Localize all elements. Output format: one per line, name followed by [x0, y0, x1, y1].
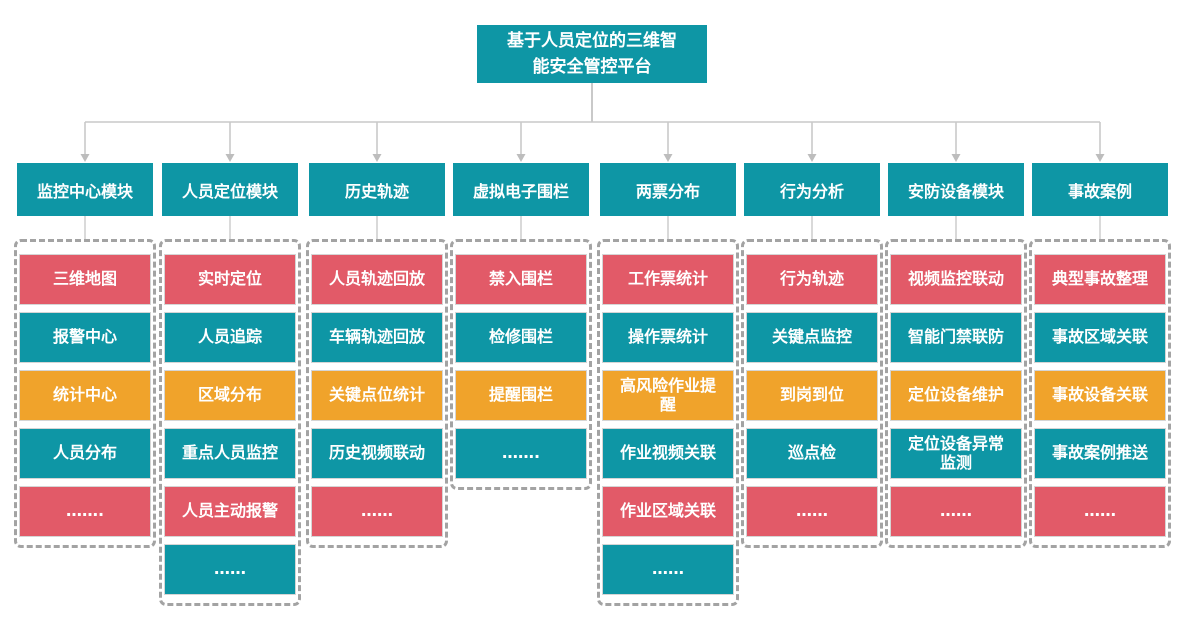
feature-box: 提醒围栏: [455, 370, 587, 421]
feature-box: 行为轨迹: [746, 254, 878, 305]
feature-box: 实时定位: [164, 254, 296, 305]
feature-box: 人员分布: [19, 428, 151, 479]
module-item-group: 典型事故整理事故区域关联事故设备关联事故案例推送 ……: [1029, 239, 1171, 548]
module-item-group: 行为轨迹关键点监控到岗到位巡点检 ……: [741, 239, 883, 548]
feature-box: 关键点位统计: [311, 370, 443, 421]
feature-box: 报警中心: [19, 312, 151, 363]
feature-box: 作业区域关联: [602, 486, 734, 537]
feature-box: 高风险作业提 醒: [602, 370, 734, 421]
feature-box: …….: [19, 486, 151, 537]
feature-box: 作业视频关联: [602, 428, 734, 479]
feature-box: 重点人员监控: [164, 428, 296, 479]
module-column-8: 事故案例典型事故整理事故区域关联事故设备关联事故案例推送 ……: [1029, 163, 1171, 548]
module-column-3: 历史轨迹人员轨迹回放车辆轨迹回放关键点位统计历史视频联动 ……: [306, 163, 448, 548]
feature-box: …….: [455, 428, 587, 479]
module-header: 人员定位模块: [162, 163, 298, 216]
module-header: 两票分布: [600, 163, 736, 216]
feature-box: 禁入围栏: [455, 254, 587, 305]
module-item-group: 三维地图报警中心统计中心人员分布 …….: [14, 239, 156, 548]
feature-box: 检修围栏: [455, 312, 587, 363]
module-header: 行为分析: [744, 163, 880, 216]
feature-box: 统计中心: [19, 370, 151, 421]
feature-box: 事故案例推送: [1034, 428, 1166, 479]
module-header: 安防设备模块: [888, 163, 1024, 216]
feature-box: 事故设备关联: [1034, 370, 1166, 421]
feature-box: 人员轨迹回放: [311, 254, 443, 305]
feature-box: ……: [1034, 486, 1166, 537]
module-column-7: 安防设备模块视频监控联动智能门禁联防定位设备维护定位设备异常 监测 ……: [885, 163, 1027, 548]
feature-box: ……: [311, 486, 443, 537]
feature-box: 区域分布: [164, 370, 296, 421]
feature-box: 人员追踪: [164, 312, 296, 363]
feature-box: 关键点监控: [746, 312, 878, 363]
module-column-2: 人员定位模块实时定位人员追踪区域分布重点人员监控人员主动报警 ……: [159, 163, 301, 606]
feature-box: 人员主动报警: [164, 486, 296, 537]
feature-box: 车辆轨迹回放: [311, 312, 443, 363]
feature-box: 巡点检: [746, 428, 878, 479]
module-header: 虚拟电子围栏: [453, 163, 589, 216]
module-header: 历史轨迹: [309, 163, 445, 216]
module-item-group: 人员轨迹回放车辆轨迹回放关键点位统计历史视频联动 ……: [306, 239, 448, 548]
feature-box: ……: [746, 486, 878, 537]
feature-box: 视频监控联动: [890, 254, 1022, 305]
feature-box: 历史视频联动: [311, 428, 443, 479]
feature-box: ……: [164, 544, 296, 595]
module-column-5: 两票分布工作票统计操作票统计高风险作业提 醒作业视频关联作业区域关联 ……: [597, 163, 739, 606]
feature-box: 三维地图: [19, 254, 151, 305]
feature-box: 定位设备异常 监测: [890, 428, 1022, 479]
module-header: 监控中心模块: [17, 163, 153, 216]
module-item-group: 工作票统计操作票统计高风险作业提 醒作业视频关联作业区域关联 ……: [597, 239, 739, 606]
root-node: 基于人员定位的三维智 能安全管控平台: [477, 25, 707, 83]
feature-box: ……: [890, 486, 1022, 537]
feature-box: 操作票统计: [602, 312, 734, 363]
module-item-group: 视频监控联动智能门禁联防定位设备维护定位设备异常 监测 ……: [885, 239, 1027, 548]
module-item-group: 实时定位人员追踪区域分布重点人员监控人员主动报警 ……: [159, 239, 301, 606]
feature-box: 到岗到位: [746, 370, 878, 421]
module-column-1: 监控中心模块三维地图报警中心统计中心人员分布 …….: [14, 163, 156, 548]
feature-box: 定位设备维护: [890, 370, 1022, 421]
feature-box: 典型事故整理: [1034, 254, 1166, 305]
module-column-6: 行为分析行为轨迹关键点监控到岗到位巡点检 ……: [741, 163, 883, 548]
feature-box: 工作票统计: [602, 254, 734, 305]
module-header: 事故案例: [1032, 163, 1168, 216]
feature-box: ……: [602, 544, 734, 595]
feature-box: 事故区域关联: [1034, 312, 1166, 363]
feature-box: 智能门禁联防: [890, 312, 1022, 363]
module-column-4: 虚拟电子围栏禁入围栏检修围栏提醒围栏 …….: [450, 163, 592, 490]
module-item-group: 禁入围栏检修围栏提醒围栏 …….: [450, 239, 592, 490]
